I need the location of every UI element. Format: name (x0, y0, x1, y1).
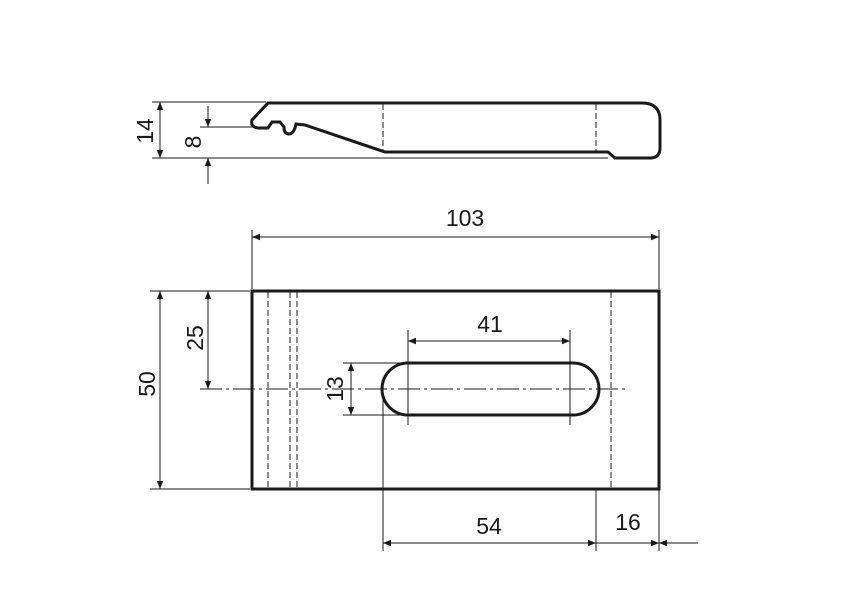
side-view (152, 101, 662, 184)
dim-103-label: 103 (446, 205, 484, 231)
dim-54-label: 54 (476, 513, 502, 539)
dim-8-label: 8 (180, 136, 206, 149)
dim-16-label: 16 (615, 509, 641, 535)
side-view-outline (250, 101, 662, 160)
dim-14-label: 14 (132, 118, 158, 144)
dim-13-label: 13 (322, 376, 348, 402)
slot-outline (380, 361, 601, 417)
dim-25-label: 25 (182, 325, 208, 351)
top-view-outline (250, 289, 661, 491)
top-view (150, 230, 698, 551)
dim-50-label: 50 (134, 371, 160, 397)
dim-41-label: 41 (477, 311, 503, 337)
